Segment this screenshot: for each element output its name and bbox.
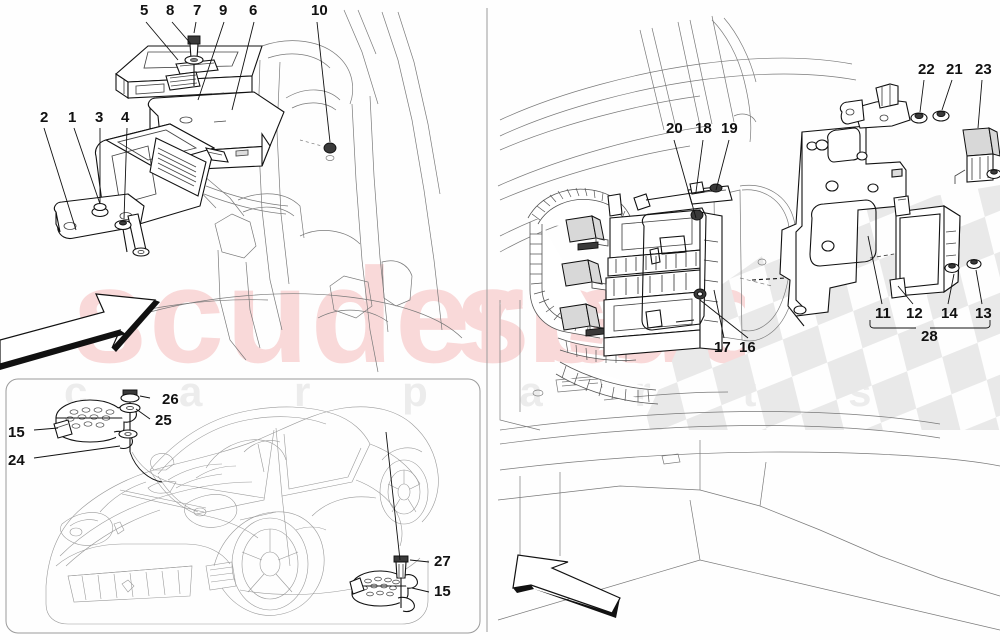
washer-24 — [118, 429, 138, 439]
callout-21: 21 — [946, 61, 963, 78]
callout-3: 3 — [95, 109, 104, 126]
bolt-27 — [393, 555, 409, 579]
callout-20: 20 — [666, 120, 683, 137]
bottom-left-panel-border — [5, 378, 481, 634]
ecu-assembly-lower — [53, 123, 229, 257]
stud-bracket-18-19-20 — [607, 181, 733, 221]
callout-4: 4 — [121, 109, 130, 126]
callout-18: 18 — [695, 120, 712, 137]
callout-10: 10 — [311, 2, 328, 19]
callout-1: 1 — [68, 109, 77, 126]
upper-clamp — [839, 83, 950, 129]
relay-blocks — [559, 215, 609, 337]
sensor-perforations — [65, 407, 115, 429]
callout-24: 24 — [8, 452, 25, 469]
screw-4 — [114, 219, 132, 253]
front-wheel — [213, 511, 325, 616]
callout-17: 17 — [714, 339, 731, 356]
callout-26: 26 — [162, 391, 179, 408]
callout-13: 13 — [975, 305, 992, 322]
bracket-16-17 — [641, 207, 707, 331]
callout-12: 12 — [906, 305, 923, 322]
callout-28: 28 — [921, 328, 938, 345]
callout-7: 7 — [193, 2, 202, 19]
callout-27: 27 — [434, 553, 451, 570]
callout-14: 14 — [941, 305, 958, 322]
ecu-connector — [165, 71, 201, 91]
clip-10 — [299, 139, 337, 161]
callout-15-lower: 15 — [434, 583, 451, 600]
direction-arrow-right — [512, 554, 621, 618]
support-bracket-11 — [751, 121, 907, 327]
direction-arrow-left — [0, 293, 160, 370]
callout-11: 11 — [875, 305, 891, 322]
callout-16: 16 — [739, 339, 756, 356]
callout-19: 19 — [721, 120, 738, 137]
leader-lines-top — [145, 21, 331, 143]
callout-5: 5 — [140, 2, 149, 19]
nut-26 — [120, 389, 140, 403]
fuse-slots-row2 — [613, 273, 687, 296]
side-vent-mesh — [209, 566, 235, 583]
harness-left — [203, 185, 289, 215]
impact-sensor-assembly-lower — [349, 565, 418, 613]
callout-22: 22 — [918, 61, 935, 78]
leader-lines-right — [673, 79, 991, 339]
callout-8: 8 — [166, 2, 175, 19]
washer-8 — [184, 55, 204, 65]
callout-9: 9 — [219, 2, 228, 19]
callout-15-upper: 15 — [8, 424, 25, 441]
grille-bars — [81, 569, 181, 601]
callout-23: 23 — [975, 61, 992, 78]
bolt-7 — [187, 35, 201, 86]
callout-2: 2 — [40, 109, 49, 126]
connector-pins — [157, 147, 197, 187]
rear-wheel — [379, 447, 429, 525]
washer-25 — [119, 402, 141, 414]
leader-lines-bottom-left — [33, 395, 430, 593]
relay-23 — [954, 127, 1000, 184]
control-module-12 — [869, 195, 982, 299]
leader-sensor-to-car — [129, 451, 163, 483]
callout-25: 25 — [155, 412, 172, 429]
callout-6: 6 — [249, 2, 258, 19]
leader-lines-lower-left — [43, 127, 128, 231]
